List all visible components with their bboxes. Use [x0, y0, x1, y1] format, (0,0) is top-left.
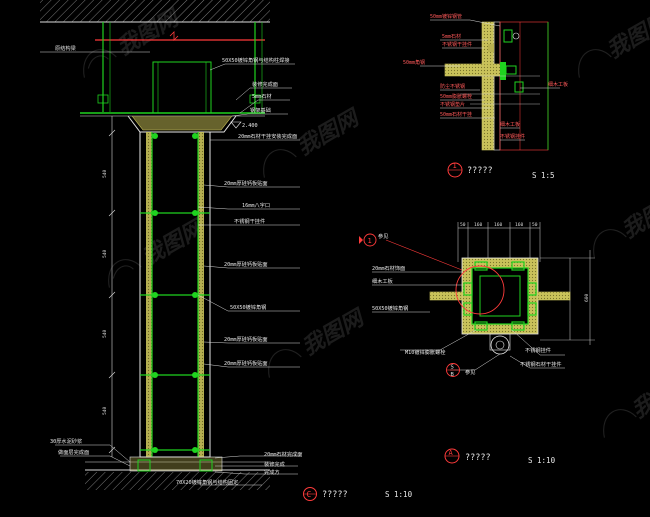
svg-text:C: C	[307, 490, 312, 499]
view-title-1: 1 ????? S 1:5	[447, 162, 555, 180]
view-scale: S 1:10	[528, 456, 556, 465]
view-title-text: ?????	[465, 453, 491, 463]
view-scale: S 1:5	[532, 171, 555, 180]
label-plywood: 细木工板	[372, 277, 394, 285]
elevation-mark: 2.400	[230, 121, 258, 129]
svg-text:2.400: 2.400	[242, 123, 258, 129]
label-bolt: 50mm膨胀螺栓	[440, 93, 472, 100]
dim-top: 160	[494, 222, 503, 228]
label-calcium-board: 20mm厚硅钙板贴面	[224, 359, 268, 367]
svg-text:A: A	[449, 449, 454, 457]
view-title-a: A ????? S 1:10	[444, 448, 556, 465]
label-finish-side: 完成方	[264, 468, 280, 476]
label-ss-clip: 不锈钢挂件	[500, 133, 525, 140]
label-plywood: 细木工板	[500, 121, 520, 128]
label-ss-hanger: 不锈钢挂件	[525, 346, 551, 354]
label-stone-finish: 20mm石材完成面	[264, 450, 302, 458]
label-steel-base: 钢架基础	[250, 106, 271, 114]
label-washer: 不锈钢垫片	[440, 101, 465, 108]
dim-540: 540	[102, 329, 108, 338]
label-bolt: M10镀锌膨胀螺栓	[405, 348, 446, 356]
watermark-text: 我图网	[603, 8, 650, 64]
label-groove: 16mm八字口	[242, 201, 270, 209]
label-galvanized-angle: 50X50镀锌角钢	[230, 303, 266, 311]
label-plywood: 细木工板	[548, 81, 568, 88]
callout-number: 1	[368, 237, 372, 245]
section-mark: S B	[446, 363, 460, 378]
dim-top: 50	[532, 222, 538, 228]
svg-text:S: S	[451, 365, 454, 371]
dim-540: 540	[102, 249, 108, 258]
watermark-text: 我图网	[298, 305, 370, 361]
dim-540: 540	[102, 169, 108, 178]
view-title-text: ?????	[322, 490, 348, 500]
label-ss-hanger: 不锈钢干挂件	[234, 217, 265, 225]
label-ss-hanger: 不锈钢干挂件	[442, 41, 472, 48]
label-stone: 5mm石材	[442, 33, 461, 40]
label-steel-pipe: 50mm镀锌钢管	[430, 13, 462, 20]
label-ss-stone-clip: 不锈钢石材干挂件	[520, 360, 562, 368]
label-finish: 装修完成	[264, 460, 285, 468]
column-elevation: 540 540 540 540 原结构梁 50X50镀锌角钢与	[40, 0, 413, 501]
dim-right: 600	[584, 293, 590, 302]
label-cement-mortar: 30厚水泥砂浆	[50, 437, 82, 445]
detail-1: 50mm镀锌钢管 5mm石材 不锈钢干挂件 50mm角钢 防尘不锈钢 50mm膨…	[403, 13, 568, 180]
label-dustproof: 防尘不锈钢	[440, 83, 465, 90]
label-angle: 50mm角钢	[403, 59, 425, 66]
label-stone-face: 20mm石材饰面	[372, 264, 405, 272]
label-calcium-board: 20mm厚硅钙板贴面	[224, 335, 268, 343]
label-finish-surface: 装修完成面	[252, 80, 278, 88]
view-title-text: ?????	[467, 166, 493, 176]
svg-text:1: 1	[453, 162, 457, 170]
label-stone-hanging-surface: 20mm石材干挂安装完成面	[238, 132, 297, 140]
label-stone-hanging: 50mm石材干挂	[440, 111, 472, 118]
dim-top: 160	[474, 222, 483, 228]
view-scale: S 1:10	[385, 490, 413, 499]
label-bottom-note: 70X20镀锌角钢与结构固定	[176, 478, 238, 486]
floor-slab	[85, 472, 270, 490]
dim-top: 160	[515, 222, 524, 228]
dim-top: 50	[460, 222, 466, 228]
label-calcium-board: 20mm厚硅钙板贴面	[224, 260, 268, 268]
label-floor-finish: 做面层完成面	[58, 448, 89, 456]
label-calcium-board: 20mm厚硅钙板贴面	[224, 179, 268, 187]
detail-callout-circle	[455, 265, 505, 315]
view-title-c: C ????? S 1:10	[303, 487, 413, 501]
watermark-text: 我图网	[618, 188, 650, 244]
label-structure-beam: 原结构梁	[55, 44, 76, 52]
label-see: 参见	[465, 368, 475, 376]
watermark-layer: 我图网 我图网 我图网 我图网 我图网 我图网 我图网	[83, 5, 650, 438]
detail-a: 50 160 160 160 50 300 600	[359, 222, 595, 465]
dim-540: 540	[102, 406, 108, 415]
callout-label: 参见	[378, 232, 388, 240]
ceiling-slab	[40, 0, 270, 22]
watermark-text: 我图网	[628, 368, 650, 424]
watermark-text: 我图网	[293, 105, 365, 161]
label-angle-steel: 50X50镀锌角钢与结构柱焊接	[222, 56, 290, 64]
label-stone-5mm: 5mm石材	[252, 92, 272, 100]
svg-text:B: B	[451, 372, 455, 378]
label-angle-steel: 50X50镀锌角钢	[372, 304, 408, 312]
